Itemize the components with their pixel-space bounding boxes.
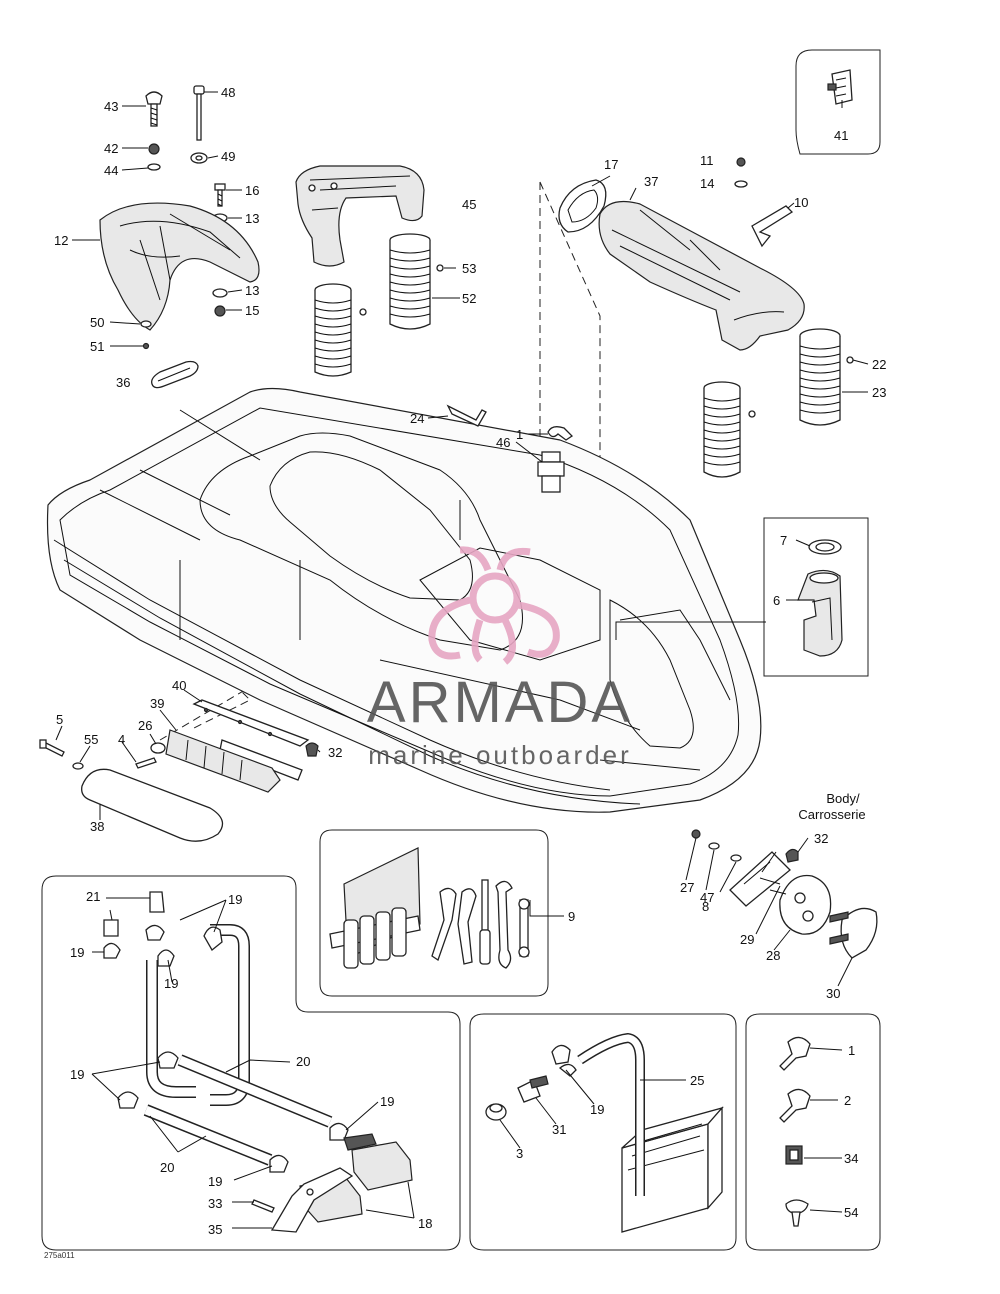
callout-25: 25 xyxy=(690,1073,704,1088)
callout-39: 39 xyxy=(150,696,164,711)
callout-40: 40 xyxy=(172,678,186,693)
callout-47: 47 xyxy=(700,890,714,905)
callout-13-lower: 13 xyxy=(245,283,259,298)
callout-5: 5 xyxy=(56,712,63,727)
parts-duct xyxy=(558,69,854,478)
small-parts-box xyxy=(745,1013,881,1251)
callout-35: 35 xyxy=(208,1222,222,1237)
watermark: ARMADA marine outboarder xyxy=(367,546,633,770)
callout-4: 4 xyxy=(118,732,125,747)
callout-55: 55 xyxy=(84,732,98,747)
hose-clamps xyxy=(103,924,349,1173)
callout-21: 21 xyxy=(86,889,100,904)
callout-49: 49 xyxy=(221,149,235,164)
detail-box-6-7 xyxy=(763,517,869,677)
parts-toolkit xyxy=(329,847,530,969)
callout-32-hull: 32 xyxy=(328,745,342,760)
hose-box xyxy=(41,875,461,1251)
callout-50: 50 xyxy=(90,315,104,330)
callout-42: 42 xyxy=(104,141,118,156)
parts-hoses xyxy=(95,891,413,1233)
callout-2: 2 xyxy=(844,1093,851,1108)
leader-lines xyxy=(55,91,869,1229)
watermark-logo xyxy=(428,546,560,665)
parts-storage-cover xyxy=(691,829,878,959)
parts-top-left xyxy=(99,85,260,389)
callout-41: 41 xyxy=(834,128,848,143)
hull-body xyxy=(46,387,762,813)
callout-19-left: 19 xyxy=(70,945,84,960)
parts-lower-left xyxy=(39,699,319,842)
callout-1-hull: 1 xyxy=(516,427,523,442)
callout-28: 28 xyxy=(766,948,780,963)
callout-37: 37 xyxy=(644,174,658,189)
callout-34: 34 xyxy=(844,1151,858,1166)
callout-20-upper: 20 xyxy=(296,1054,310,1069)
parts-small xyxy=(779,1036,811,1227)
callout-27: 27 xyxy=(680,880,694,895)
callout-43: 43 xyxy=(104,99,118,114)
callout-38: 38 xyxy=(90,819,104,834)
callout-31: 31 xyxy=(552,1122,566,1137)
callout-26: 26 xyxy=(138,718,152,733)
callout-18: 18 xyxy=(418,1216,432,1231)
callout-1-small: 1 xyxy=(848,1043,855,1058)
watermark-title: ARMADA xyxy=(367,670,633,735)
callout-52: 52 xyxy=(462,291,476,306)
callout-3: 3 xyxy=(516,1146,523,1161)
callout-19-battery: 19 xyxy=(590,1102,604,1117)
bellows-right xyxy=(389,233,444,330)
callout-29: 29 xyxy=(740,932,754,947)
callout-19-lower: 19 xyxy=(70,1067,84,1082)
callout-labels: 43 48 42 49 44 16 13 12 13 15 50 51 36 4… xyxy=(44,85,886,1260)
callout-51: 51 xyxy=(90,339,104,354)
parts-air-intake xyxy=(295,165,444,377)
watermark-subtitle: marine outboarder xyxy=(368,740,631,770)
callout-19-bottom: 19 xyxy=(208,1174,222,1189)
callout-6: 6 xyxy=(773,593,780,608)
toolkit-box xyxy=(319,829,549,997)
callout-32-cover: 32 xyxy=(814,831,828,846)
bellows-duct-left xyxy=(703,381,756,478)
callout-13-upper: 13 xyxy=(245,211,259,226)
callout-10: 10 xyxy=(794,195,808,210)
detail-frames xyxy=(41,49,881,1251)
callout-30: 30 xyxy=(826,986,840,1001)
callout-19-right: 19 xyxy=(380,1094,394,1109)
callout-45: 45 xyxy=(462,197,476,212)
callout-8: 8 xyxy=(702,899,709,914)
callout-9: 9 xyxy=(568,909,575,924)
callout-20-lower: 20 xyxy=(160,1160,174,1175)
callout-19-top: 19 xyxy=(228,892,242,907)
bellows-duct-right xyxy=(799,328,854,426)
callout-54: 54 xyxy=(844,1205,858,1220)
callout-11: 11 xyxy=(700,153,714,168)
callout-15: 15 xyxy=(245,303,259,318)
callout-7: 7 xyxy=(780,533,787,548)
callout-36: 36 xyxy=(116,375,130,390)
body-label-line1: Body/ xyxy=(826,791,860,806)
callout-19-mid: 19 xyxy=(164,976,178,991)
callout-17: 17 xyxy=(604,157,618,172)
callout-53: 53 xyxy=(462,261,476,276)
figure-code: 275a011 xyxy=(44,1251,75,1260)
callout-33: 33 xyxy=(208,1196,222,1211)
callout-24: 24 xyxy=(410,411,424,426)
callout-14: 14 xyxy=(700,176,714,191)
bellows-left xyxy=(314,283,367,377)
callout-44: 44 xyxy=(104,163,118,178)
battery-box xyxy=(469,1013,737,1251)
callout-12: 12 xyxy=(54,233,68,248)
callout-23: 23 xyxy=(872,385,886,400)
body-label-line2: Carrosserie xyxy=(798,807,865,822)
detail-box-41 xyxy=(795,49,881,155)
callout-46: 46 xyxy=(496,435,510,450)
parts-battery xyxy=(485,1032,724,1233)
callout-48: 48 xyxy=(221,85,235,100)
parts-middle xyxy=(446,404,843,657)
callout-22: 22 xyxy=(872,357,886,372)
callout-16: 16 xyxy=(245,183,259,198)
